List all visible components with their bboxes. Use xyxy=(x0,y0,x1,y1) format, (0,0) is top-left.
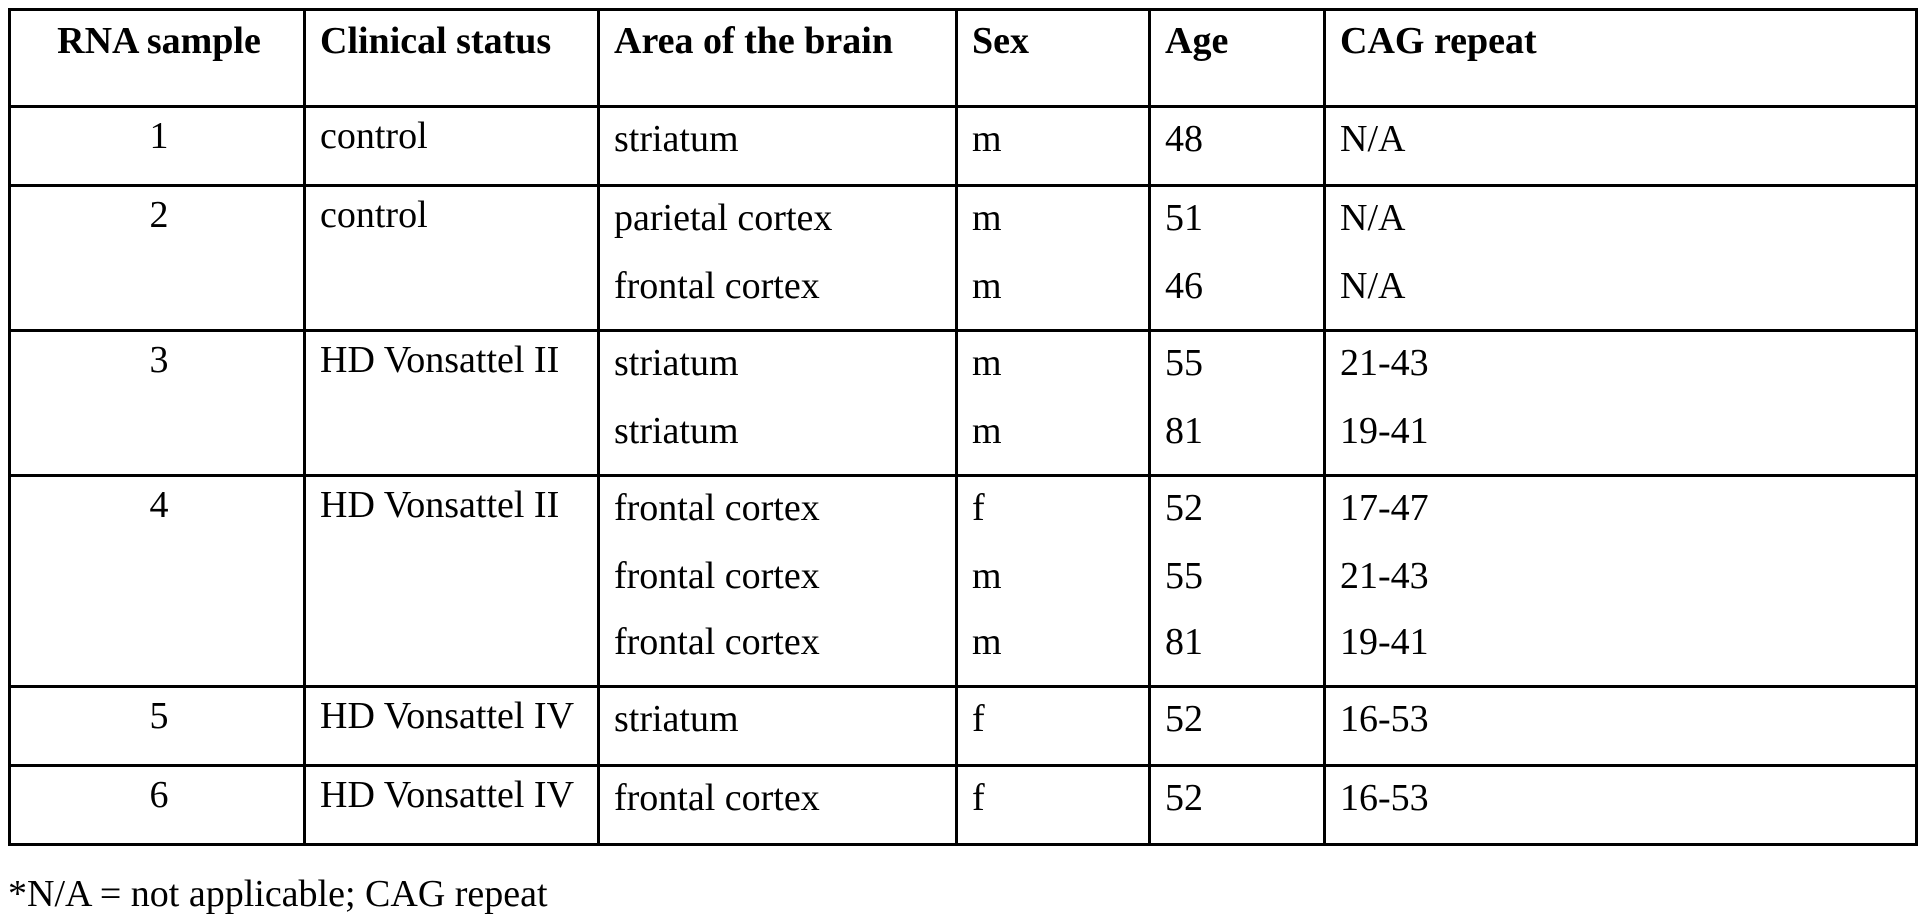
cell-area-of-the-brain-value: striatum xyxy=(614,342,739,384)
cell-area-of-the-brain: frontal cortex xyxy=(597,764,958,846)
cell-age-value: 81 xyxy=(1165,621,1203,663)
cell-area-of-the-brain: striatum xyxy=(597,105,958,187)
cell-clinical-status: HD Vonsattel IV xyxy=(303,685,600,767)
cell-age: 52 55 81 xyxy=(1148,474,1326,688)
cell-sex: m xyxy=(955,105,1151,187)
cell-area-of-the-brain-value: frontal cortex xyxy=(614,555,820,597)
cell-age-value: 52 xyxy=(1165,777,1203,819)
column-header-area-of-the-brain: Area of the brain xyxy=(597,8,958,108)
cell-age: 55 81 xyxy=(1148,329,1326,477)
cell-cag-repeat: N/A xyxy=(1323,105,1918,187)
cell-age-value: 46 xyxy=(1165,265,1203,307)
cell-cag-repeat: N/A N/A xyxy=(1323,184,1918,332)
column-header-age: Age xyxy=(1148,8,1326,108)
cell-cag-repeat: 21-43 19-41 xyxy=(1323,329,1918,477)
cell-age-value: 52 xyxy=(1165,487,1203,529)
cell-area-of-the-brain-value: frontal cortex xyxy=(614,487,820,529)
cell-rna-sample: 5 xyxy=(8,685,306,767)
cell-area-of-the-brain-value: striatum xyxy=(614,698,739,740)
cell-clinical-status: HD Vonsattel II xyxy=(303,329,600,477)
cell-area-of-the-brain-value: frontal cortex xyxy=(614,265,820,307)
cell-area-of-the-brain-value: striatum xyxy=(614,410,739,452)
cell-rna-sample: 4 xyxy=(8,474,306,688)
cell-rna-sample: 1 xyxy=(8,105,306,187)
cell-age-value: 51 xyxy=(1165,197,1203,239)
cell-sex-value: m xyxy=(972,197,1002,239)
cell-area-of-the-brain-value: frontal cortex xyxy=(614,777,820,819)
cell-age-value: 55 xyxy=(1165,555,1203,597)
cell-age-value: 55 xyxy=(1165,342,1203,384)
cell-age: 52 xyxy=(1148,764,1326,846)
cell-sex-value: m xyxy=(972,410,1002,452)
cell-age-value: 81 xyxy=(1165,410,1203,452)
cell-age: 48 xyxy=(1148,105,1326,187)
cell-sex-value: m xyxy=(972,342,1002,384)
cell-cag-repeat-value: 16-53 xyxy=(1340,698,1429,740)
cell-cag-repeat-value: 17-47 xyxy=(1340,487,1429,529)
cell-clinical-status: HD Vonsattel II xyxy=(303,474,600,688)
column-header-cag-repeat: CAG repeat xyxy=(1323,8,1918,108)
column-header-clinical-status: Clinical status xyxy=(303,8,600,108)
column-header-rna-sample: RNA sample xyxy=(8,8,306,108)
cell-rna-sample: 2 xyxy=(8,184,306,332)
cell-cag-repeat-value: 19-41 xyxy=(1340,410,1429,452)
cell-cag-repeat-value: N/A xyxy=(1340,118,1406,160)
table-footnote: *N/A = not applicable; CAG repeat xyxy=(8,873,548,915)
cell-clinical-status: HD Vonsattel IV xyxy=(303,764,600,846)
cell-sex-value: f xyxy=(972,698,985,740)
cell-sex-value: m xyxy=(972,118,1002,160)
cell-cag-repeat-value: 21-43 xyxy=(1340,342,1429,384)
cell-cag-repeat-value: 19-41 xyxy=(1340,621,1429,663)
cell-area-of-the-brain: striatum striatum xyxy=(597,329,958,477)
cell-age-value: 48 xyxy=(1165,118,1203,160)
cell-cag-repeat: 16-53 xyxy=(1323,685,1918,767)
cell-sex-value: f xyxy=(972,777,985,819)
cell-age-value: 52 xyxy=(1165,698,1203,740)
cell-sex: f xyxy=(955,685,1151,767)
cell-area-of-the-brain: striatum xyxy=(597,685,958,767)
cell-cag-repeat: 16-53 xyxy=(1323,764,1918,846)
cell-clinical-status: control xyxy=(303,184,600,332)
cell-sex-value: m xyxy=(972,621,1002,663)
cell-area-of-the-brain: frontal cortex frontal cortex frontal cort… xyxy=(597,474,958,688)
cell-clinical-status: control xyxy=(303,105,600,187)
column-header-sex: Sex xyxy=(955,8,1151,108)
cell-area-of-the-brain-value: striatum xyxy=(614,118,739,160)
cell-sex-value: m xyxy=(972,555,1002,597)
cell-sex-value: m xyxy=(972,265,1002,307)
cell-cag-repeat: 17-47 21-43 19-41 xyxy=(1323,474,1918,688)
cell-sex-value: f xyxy=(972,487,985,529)
cell-cag-repeat-value: 21-43 xyxy=(1340,555,1429,597)
cell-cag-repeat-value: N/A xyxy=(1340,197,1406,239)
cell-area-of-the-brain-value: frontal cortex xyxy=(614,621,820,663)
rna-sample-table: RNA sample Clinical status Area of the b… xyxy=(8,8,1918,846)
cell-age: 51 46 xyxy=(1148,184,1326,332)
cell-rna-sample: 3 xyxy=(8,329,306,477)
table-header-row: RNA sample Clinical status Area of the b… xyxy=(8,8,1918,108)
cell-area-of-the-brain-value: parietal cortex xyxy=(614,197,833,239)
cell-rna-sample: 6 xyxy=(8,764,306,846)
cell-age: 52 xyxy=(1148,685,1326,767)
cell-cag-repeat-value: N/A xyxy=(1340,265,1406,307)
cell-cag-repeat-value: 16-53 xyxy=(1340,777,1429,819)
cell-area-of-the-brain: parietal cortex frontal cortex xyxy=(597,184,958,332)
cell-sex: f xyxy=(955,764,1151,846)
table-header: RNA sample Clinical status Area of the b… xyxy=(8,8,1918,108)
